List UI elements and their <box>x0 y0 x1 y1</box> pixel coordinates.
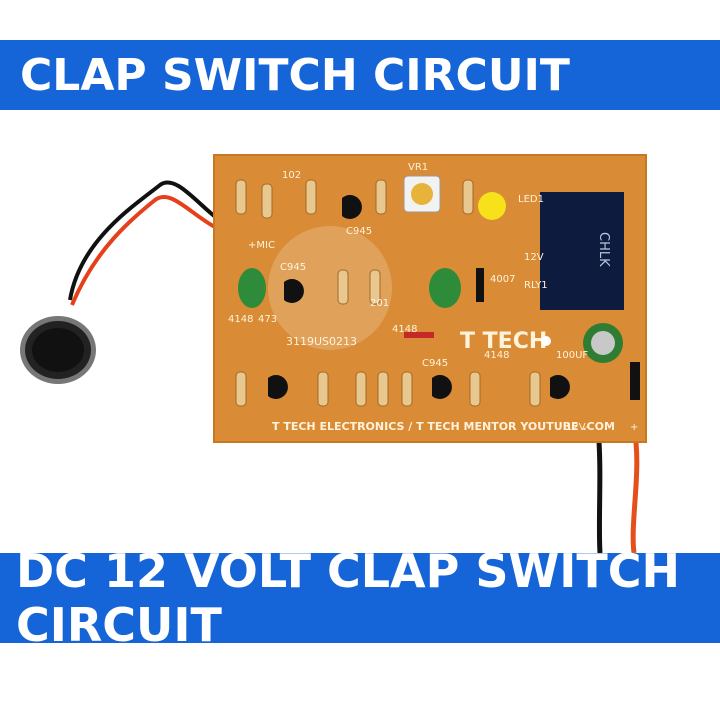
label-4148-a: 4148 <box>228 314 253 325</box>
label-4148-c: 4148 <box>484 350 509 361</box>
trimmer-pot-vr1 <box>403 175 441 213</box>
board-brand: T TECH <box>460 329 547 354</box>
subtitle-banner: DC 12 VOLT CLAP SWITCH CIRCUIT <box>0 544 720 652</box>
label-rly1: RLY1 <box>524 280 548 291</box>
label-201: 201 <box>370 298 389 309</box>
relay: CHLK <box>540 192 624 310</box>
transistors <box>268 194 570 399</box>
board-footer: T TECH ELECTRONICS / T TECH MENTOR YOUTU… <box>272 420 615 433</box>
logo-watermark <box>268 226 392 350</box>
power-wire-red <box>630 427 640 553</box>
diode-4007 <box>476 268 484 302</box>
label-plus: + <box>630 422 638 433</box>
label-c945-a: C945 <box>346 226 372 237</box>
subtitle-text: DC 12 VOLT CLAP SWITCH CIRCUIT <box>16 544 680 652</box>
microphone <box>20 316 96 384</box>
diode-power <box>630 362 640 400</box>
electrolytic-capacitor <box>583 323 623 363</box>
label-mic: +MIC <box>248 240 275 251</box>
resistors-top <box>235 179 474 305</box>
label-102: 102 <box>282 170 301 181</box>
label-c945-c: C945 <box>422 358 448 369</box>
label-4007: 4007 <box>490 274 515 285</box>
label-c945-b: C945 <box>280 262 306 273</box>
diode-4148-a <box>404 332 434 338</box>
ceramic-cap-2 <box>429 268 461 308</box>
title-text: CLAP SWITCH CIRCUIT <box>20 49 570 101</box>
relay-label: CHLK <box>596 232 611 267</box>
mic-wire-red <box>70 195 241 306</box>
label-473: 473 <box>258 314 277 325</box>
label-12v-neg: 12V- <box>566 422 589 433</box>
mounting-hole <box>541 336 551 346</box>
label-12v: 12V <box>524 252 544 263</box>
mic-wire-black <box>68 180 241 301</box>
label-4148-b: 4148 <box>392 324 417 335</box>
board-code: 3119US0213 <box>286 335 357 348</box>
power-wire-black <box>595 427 603 553</box>
label-100uf: 100UF <box>556 350 588 361</box>
label-led1: LED1 <box>518 194 544 205</box>
circuit-photo: CHLK VR1 LED1 +MIC C945 C945 C945 102 47… <box>0 110 720 553</box>
title-banner: CLAP SWITCH CIRCUIT <box>0 40 720 110</box>
ceramic-cap-1 <box>238 268 266 308</box>
led-yellow <box>478 192 506 220</box>
resistors-bottom <box>235 371 541 407</box>
label-vr1: VR1 <box>408 162 428 173</box>
